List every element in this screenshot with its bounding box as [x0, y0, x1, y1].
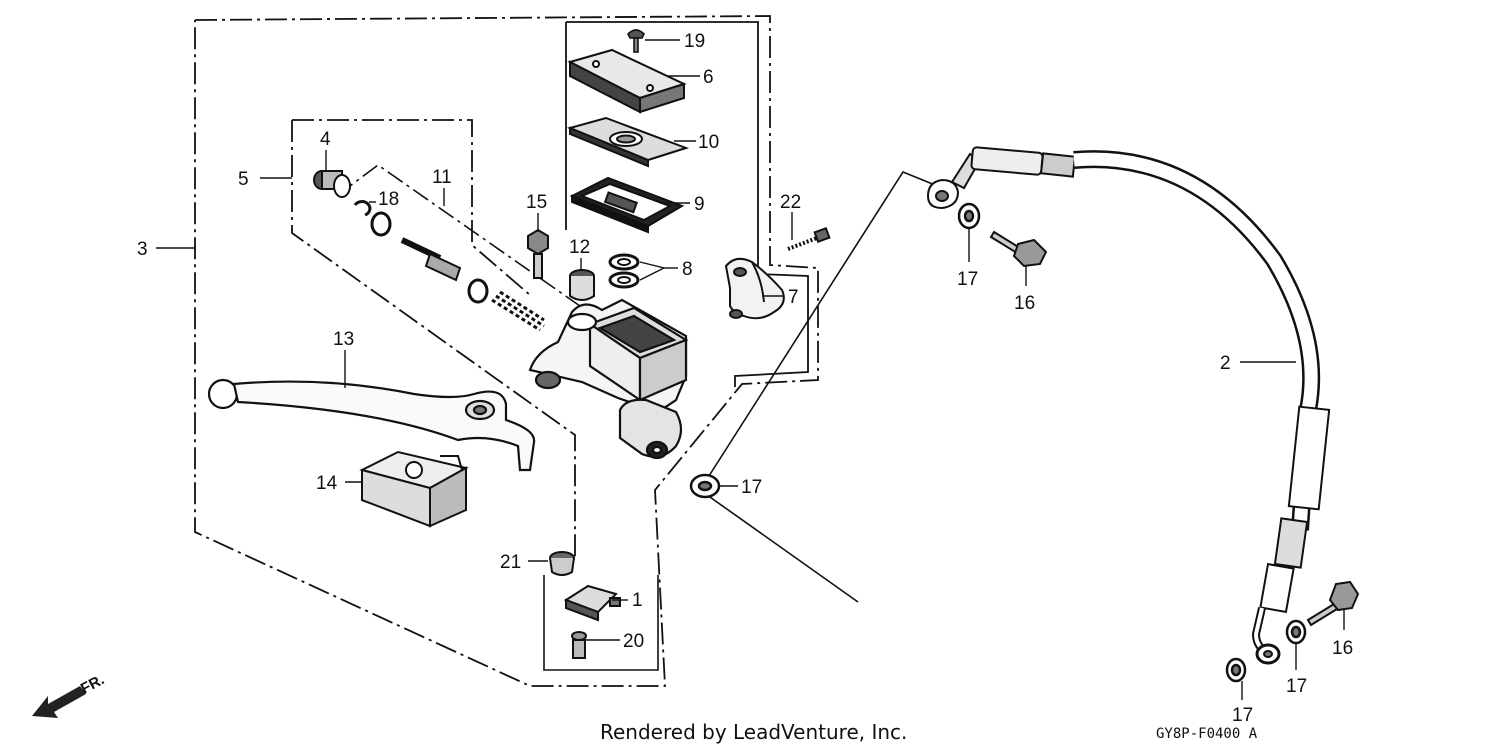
switch-group-outline	[543, 575, 659, 671]
callout-22: 22	[780, 192, 801, 213]
footer-credit: Rendered by LeadVenture, Inc.	[600, 720, 907, 744]
oil-bolt-16-top	[989, 230, 1048, 268]
hose-group-outline	[698, 171, 936, 603]
brake-switch-1	[563, 584, 621, 622]
callout-10: 10	[698, 132, 719, 153]
callout-17-lower-right: 17	[1286, 676, 1307, 697]
pivot-bolt-15	[527, 228, 549, 279]
callout-7: 7	[788, 287, 799, 308]
callout-20: 20	[623, 631, 644, 652]
callout-17-top: 17	[957, 269, 978, 290]
lever-bracket-14	[359, 450, 469, 528]
washer-17-lower-right	[1285, 619, 1307, 645]
washer-17-lower-left	[1225, 657, 1247, 683]
callout-21: 21	[500, 552, 521, 573]
callout-4: 4	[320, 129, 331, 150]
cap-part-21	[549, 551, 575, 576]
leader-lines	[156, 39, 1345, 700]
callout-5: 5	[238, 169, 249, 190]
boot-part-4	[313, 170, 351, 198]
callout-1: 1	[632, 590, 643, 611]
piston-group-outline-5	[292, 119, 531, 296]
arrow-icon	[32, 686, 86, 718]
callout-13: 13	[333, 329, 354, 350]
piston-set-outline-11	[337, 164, 601, 321]
callout-6: 6	[703, 67, 714, 88]
callout-19: 19	[684, 31, 705, 52]
diaphragm-9	[569, 176, 685, 234]
reservoir-boot-12	[569, 269, 595, 301]
circlip-part-18	[353, 200, 372, 217]
switch-screw-20	[571, 631, 587, 659]
callout-2: 2	[1220, 353, 1231, 374]
washer-17-middle	[689, 473, 721, 499]
callout-11: 11	[432, 167, 452, 188]
callout-8: 8	[682, 259, 693, 280]
washer-17-top	[957, 202, 981, 230]
diaphragm-plate-10	[566, 116, 690, 168]
callout-labels: 19 6 10 9 8 7 22 4 5 18 11 15 12 3 13 14…	[137, 31, 1353, 726]
callout-18: 18	[378, 189, 399, 210]
brake-hose-2	[926, 146, 1331, 665]
reservoir-cap-6	[567, 48, 687, 114]
callout-3: 3	[137, 239, 148, 260]
front-direction-arrow: FR.	[32, 671, 107, 718]
master-cylinder-body	[528, 298, 689, 460]
assembly-outline-3	[194, 15, 819, 687]
callout-16-top: 16	[1014, 293, 1035, 314]
cover-group-outline	[566, 21, 809, 387]
screw-part-22	[787, 226, 831, 251]
brake-lever-13	[207, 378, 536, 472]
piston-assembly-11	[370, 211, 545, 332]
callout-17-middle: 17	[741, 477, 762, 498]
screw-part-19	[627, 29, 645, 53]
master-cylinder-holder-7	[724, 257, 785, 320]
callout-12: 12	[569, 237, 590, 258]
diagram-ref-code: GY8P-F0400 A	[1156, 726, 1258, 742]
callout-9: 9	[694, 194, 705, 215]
callout-16-bottom: 16	[1332, 638, 1353, 659]
callout-14: 14	[316, 473, 338, 494]
float-washers-8	[608, 253, 640, 289]
callout-15: 15	[526, 192, 547, 213]
oil-bolt-16-bottom	[1306, 580, 1360, 627]
callout-17-lower-left: 17	[1232, 705, 1253, 726]
